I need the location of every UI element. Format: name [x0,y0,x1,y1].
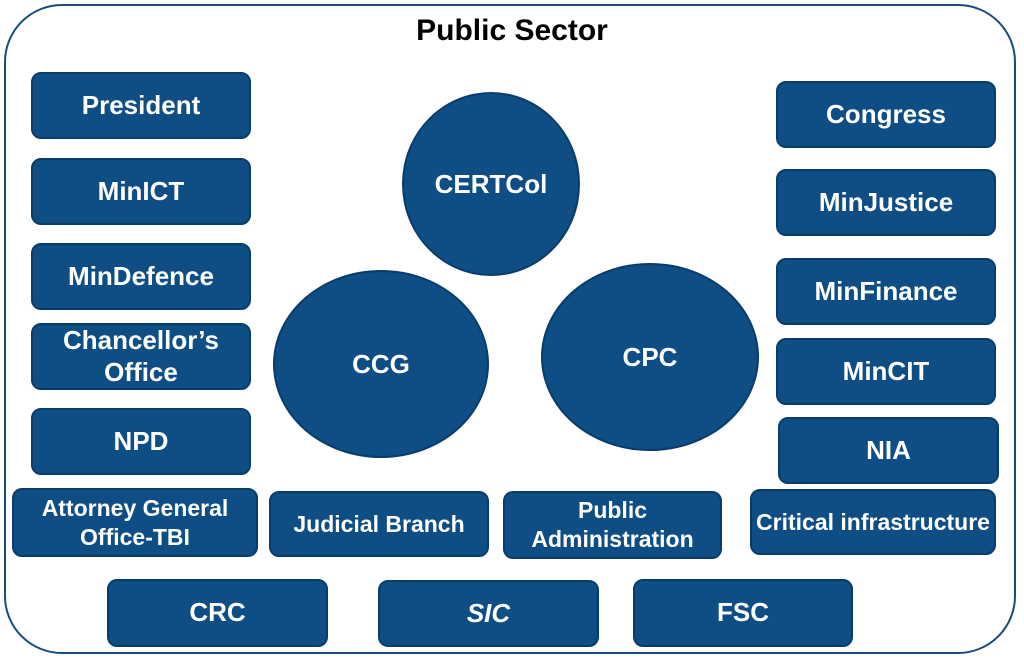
box-mincit: MinCIT [776,338,996,405]
box-sic: SIC [378,580,599,647]
box-crc: CRC [107,579,328,647]
box-nia: NIA [778,417,999,484]
box-congress: Congress [776,81,996,148]
box-minict: MinICT [31,158,251,225]
box-npd: NPD [31,408,251,475]
box-critical-infrastructure: Critical infrastructure [750,489,996,555]
box-chancellors-office: Chancellor’s Office [31,323,251,390]
circle-cpc: CPC [541,263,759,451]
box-minfinance: MinFinance [776,258,996,325]
box-attorney-general-office: Attorney General Office-TBI [12,488,258,557]
box-president: President [31,72,251,139]
circle-ccg: CCG [273,270,489,458]
box-fsc: FSC [633,579,853,647]
box-public-administration: Public Administration [503,491,722,559]
box-judicial-branch: Judicial Branch [269,491,489,557]
box-minjustice: MinJustice [776,169,996,236]
diagram-title: Public Sector [416,14,608,47]
circle-certcol: CERTCol [402,92,580,276]
box-mindefence: MinDefence [31,243,251,310]
